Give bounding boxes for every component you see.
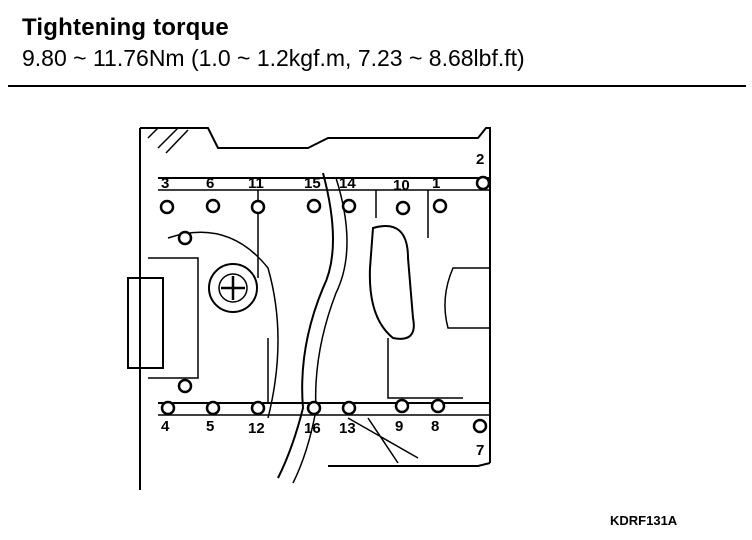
bolt-label-10: 10	[393, 177, 410, 194]
bolt-aux-top	[177, 230, 193, 246]
bolt-3	[159, 199, 175, 215]
bolt-6	[205, 198, 221, 214]
figure-code: KDRF131A	[610, 513, 678, 528]
bolt-14	[341, 198, 357, 214]
lower-crankcase-diagram: 1 2 3 4 5 6 7 8 9 10 11 12 13 14 15 16	[118, 118, 518, 498]
bolt-label-9: 9	[395, 418, 403, 435]
bolt-label-14: 14	[339, 175, 356, 192]
bolt-11	[250, 199, 266, 215]
cover-block	[127, 277, 164, 369]
bolt-label-15: 15	[304, 175, 321, 192]
bolt-label-6: 6	[206, 175, 214, 192]
frame-bottom-right	[328, 462, 491, 467]
bolt-15	[306, 198, 322, 214]
bolt-1	[432, 198, 448, 214]
bolt-aux-bottom	[177, 378, 193, 394]
bolt-4	[160, 400, 176, 416]
bolt-label-4: 4	[161, 418, 170, 435]
bolt-label-3: 3	[161, 175, 169, 192]
bolt-label-8: 8	[431, 418, 439, 435]
bolt-5	[205, 400, 221, 416]
pulley	[208, 263, 258, 313]
bolt-label-2: 2	[476, 151, 484, 168]
bolt-label-5: 5	[206, 418, 214, 435]
bolt-9	[394, 398, 410, 414]
bolt-12	[250, 400, 266, 416]
bolt-7	[472, 418, 488, 434]
frame-top-edge	[140, 127, 491, 463]
bolt-label-11: 11	[248, 175, 264, 192]
bolt-label-7: 7	[476, 442, 484, 459]
bolt-16	[306, 400, 322, 416]
title-tightening-torque: Tightening torque	[22, 14, 229, 41]
header-divider	[8, 85, 746, 87]
center-pocket	[368, 225, 415, 340]
bolt-13	[341, 400, 357, 416]
bolt-label-1: 1	[432, 175, 440, 192]
oil-gallery	[277, 172, 334, 479]
bolt-label-16: 16	[304, 420, 321, 437]
bolt-label-13: 13	[339, 420, 356, 437]
bolt-label-12: 12	[248, 420, 265, 437]
bolt-8	[430, 398, 446, 414]
bolt-10	[395, 200, 411, 216]
torque-spec: 9.80 ~ 11.76Nm (1.0 ~ 1.2kgf.m, 7.23 ~ 8…	[22, 45, 525, 71]
bolt-2	[475, 175, 491, 191]
crankcase-drawing: 1 2 3 4 5 6 7 8 9 10 11 12 13 14 15 16	[127, 127, 491, 490]
